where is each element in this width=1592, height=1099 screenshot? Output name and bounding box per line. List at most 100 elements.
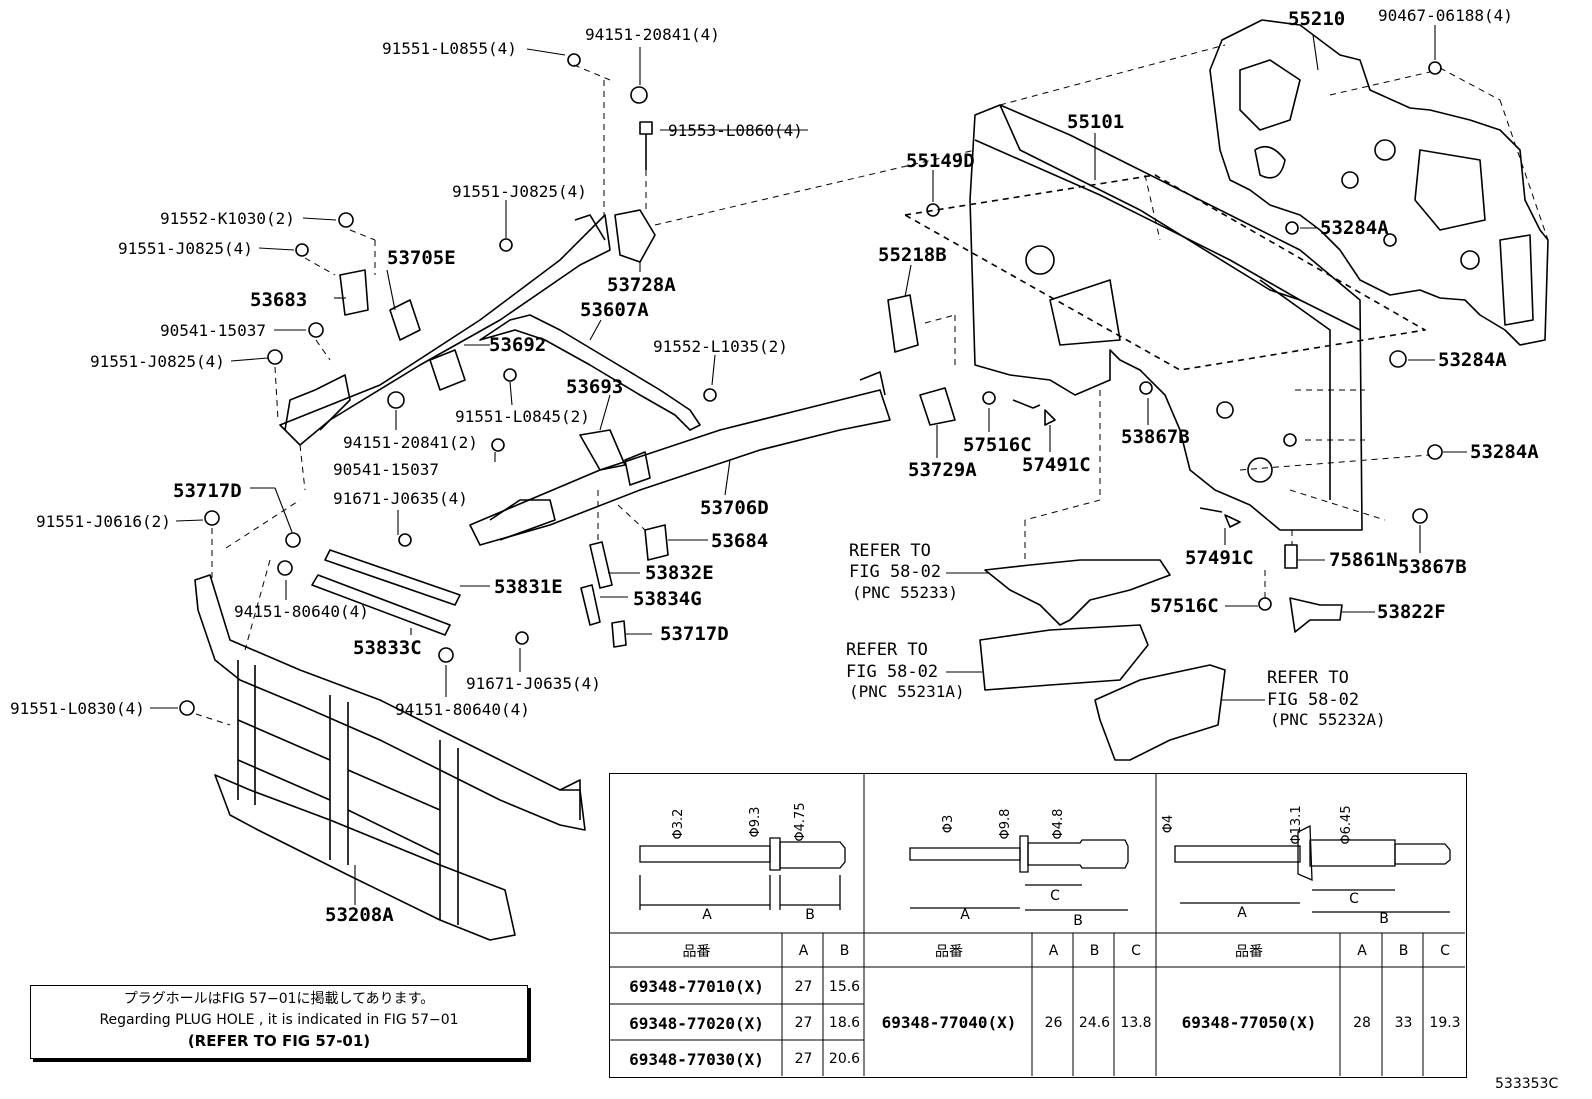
label-94151-20841-b: 94151-20841(2): [343, 433, 478, 452]
g2-part-no: 69348-77040(X): [881, 1013, 1017, 1032]
dim-r2-A: A: [960, 907, 970, 923]
dim-r3-d2: Φ13.1: [1288, 805, 1304, 845]
row3-part-no: 69348-77030(X): [629, 1049, 764, 1069]
clip-75861N: [1284, 544, 1298, 569]
note-line-jp: プラグホールはFIG 57−01に掲載してあります。: [123, 991, 435, 1007]
label-91671-J0635-a: 91671-J0635(4): [333, 489, 468, 508]
row3-a: 27: [794, 1051, 813, 1067]
g2-a: 26: [1044, 1014, 1063, 1031]
g3-b: 33: [1394, 1014, 1413, 1031]
refer-55231A-line2: FIG 58-02: [846, 662, 939, 682]
row3-b: 20.6: [828, 1051, 861, 1067]
dim-r3-d3: Φ6.45: [1338, 805, 1354, 845]
label-91671-J0635-b: 91671-J0635(4): [466, 674, 601, 693]
fasteners: [179, 53, 1443, 716]
bracket-53728A: [614, 209, 656, 263]
header-a-3: A: [1357, 943, 1367, 959]
row1-part-no: 69348-77010(X): [629, 977, 764, 996]
header-c-2: C: [1131, 943, 1141, 959]
header-b-1: B: [839, 943, 850, 959]
label-53706D: 53706D: [700, 497, 769, 519]
panel-55232A: [1094, 664, 1226, 761]
bracket-53692: [429, 349, 466, 391]
label-75861N: 75861N: [1329, 549, 1398, 571]
g3-a: 28: [1353, 1014, 1371, 1031]
label-94151-20841: 94151-20841(4): [585, 25, 720, 44]
part-53717D: [611, 620, 627, 648]
brace-53607A: [479, 314, 701, 431]
header-part-no-1: 品番: [682, 944, 711, 960]
panel-55233: [984, 559, 1171, 626]
bracket-53693: [579, 429, 626, 471]
refer-55232A-line2: FIG 58-02: [1267, 690, 1360, 710]
label-53284A-a: 53284A: [1320, 217, 1389, 239]
label-91551-L0830: 91551-L0830(4): [10, 699, 145, 718]
label-91551-J0825-b: 91551-J0825(4): [118, 239, 253, 258]
dim-r1-d3: Φ4.75: [792, 802, 808, 842]
refer-55232A-line3: (PNC 55232A): [1270, 710, 1386, 729]
header-a-2: A: [1048, 943, 1059, 959]
dim-r3-d1: Φ4: [1160, 814, 1176, 834]
label-57516C-b: 57516C: [1150, 595, 1219, 617]
row2-a: 27: [794, 1015, 813, 1031]
refer-55233-line3: (PNC 55233): [852, 583, 958, 602]
label-53832E: 53832E: [645, 562, 714, 584]
label-57491C-b: 57491C: [1185, 547, 1254, 569]
label-53867B-a: 53867B: [1121, 426, 1190, 448]
dim-r1-d1: Φ3.2: [670, 808, 686, 840]
seal-57491C: [1012, 399, 1056, 426]
note-line-refer: (REFER TO FIG 57-01): [187, 1032, 371, 1050]
label-53705E: 53705E: [387, 247, 456, 269]
label-53607A: 53607A: [580, 299, 649, 321]
label-91553-L0860: 91553-L0860(4): [668, 121, 803, 140]
label-91551-J0825-c: 91551-J0825(4): [90, 352, 225, 371]
rivet-spec-table: Φ3.2 Φ9.3 Φ4.75 A B Φ3 Φ9.8 Φ4.8 A C B Φ…: [609, 773, 1467, 1078]
row1-a: 27: [794, 978, 813, 995]
label-55149D: 55149D: [906, 150, 975, 172]
dim-r3-A: A: [1237, 905, 1247, 921]
label-55218B: 55218B: [878, 244, 947, 266]
bracket-53834G: [580, 584, 601, 626]
label-91552-L1035: 91552-L1035(2): [653, 337, 788, 356]
header-part-no-3: 品番: [1235, 944, 1263, 960]
seal-55218B: [887, 294, 919, 353]
bar-53831E: [324, 549, 461, 606]
dim-r3-B: B: [1379, 911, 1389, 927]
header-part-no-2: 品番: [935, 944, 963, 960]
label-55210: 55210: [1288, 8, 1346, 30]
dim-r2-d3: Φ4.8: [1050, 808, 1066, 840]
bracket-53729A: [919, 387, 956, 426]
bracket-53683: [339, 269, 369, 316]
dim-r1-d2: Φ9.3: [747, 806, 763, 838]
row1-b: 15.6: [828, 978, 861, 995]
table-grid: [609, 773, 1465, 1076]
label-94151-80640-a: 94151-80640(4): [234, 602, 369, 621]
dash-insulator-55210: [1209, 19, 1549, 346]
plug-hole-note: プラグホールはFIG 57−01に掲載してあります。 Regarding PLU…: [30, 985, 528, 1059]
upper-support-53705E: [279, 214, 611, 446]
dim-r1-A: A: [702, 907, 712, 923]
label-94151-80640-b: 94151-80640(4): [395, 700, 530, 719]
label-90467-06188: 90467-06188(4): [1378, 6, 1513, 25]
label-53284A-b: 53284A: [1438, 349, 1507, 371]
label-91551-L0845: 91551-L0845(2): [455, 407, 590, 426]
header-b-3: B: [1398, 943, 1409, 959]
header-a-1: A: [798, 943, 809, 959]
dim-r2-d1: Φ3: [940, 814, 956, 834]
label-53284A-c: 53284A: [1470, 441, 1539, 463]
bar-53833C: [311, 574, 451, 636]
dim-r2-d2: Φ9.8: [997, 808, 1013, 840]
dim-r3-C: C: [1349, 891, 1359, 907]
label-53729A: 53729A: [908, 459, 977, 481]
label-53693: 53693: [566, 376, 624, 398]
label-90541-15037-a: 90541-15037: [160, 321, 266, 340]
row2-b: 18.6: [828, 1015, 861, 1031]
label-53717D-b: 53717D: [660, 623, 729, 645]
dash-panel-55101: [969, 104, 1363, 531]
label-53867B-b: 53867B: [1398, 556, 1467, 578]
label-53683: 53683: [250, 289, 308, 311]
panel-55231A: [979, 624, 1149, 691]
label-53728A: 53728A: [607, 274, 676, 296]
side-support-53706D: [469, 371, 891, 546]
